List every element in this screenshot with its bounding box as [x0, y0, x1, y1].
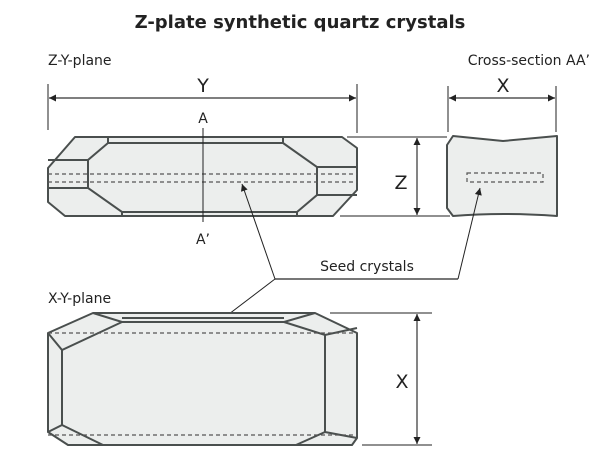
xy-plane-label: X-Y-plane [48, 291, 111, 307]
zy-plane-label: Z-Y-plane [48, 53, 112, 69]
z-dimension-label: Z [394, 172, 407, 194]
cross-section-crystal [446, 135, 558, 217]
xy-x-dimension: X [330, 312, 432, 446]
section-line-aa: A A’ [196, 111, 210, 248]
cross-x-dimension-label: X [496, 75, 509, 97]
y-dimension: Y [47, 75, 358, 133]
diagram-title: Z-plate synthetic quartz crystals [135, 12, 466, 33]
xy-plane-crystal [47, 312, 358, 446]
cross-section-label: Cross-section AA’ [468, 53, 590, 69]
cross-seed [466, 172, 544, 183]
section-a-prime-label: A’ [196, 232, 210, 248]
seed-crystal-leaders: Seed crystals [203, 183, 482, 334]
cross-x-dimension: X [447, 75, 557, 132]
z-dimension: Z [340, 136, 450, 217]
y-dimension-label: Y [196, 75, 209, 97]
seed-crystals-label: Seed crystals [320, 259, 414, 275]
section-a-label: A [198, 111, 208, 127]
xy-x-dimension-label: X [395, 371, 408, 393]
